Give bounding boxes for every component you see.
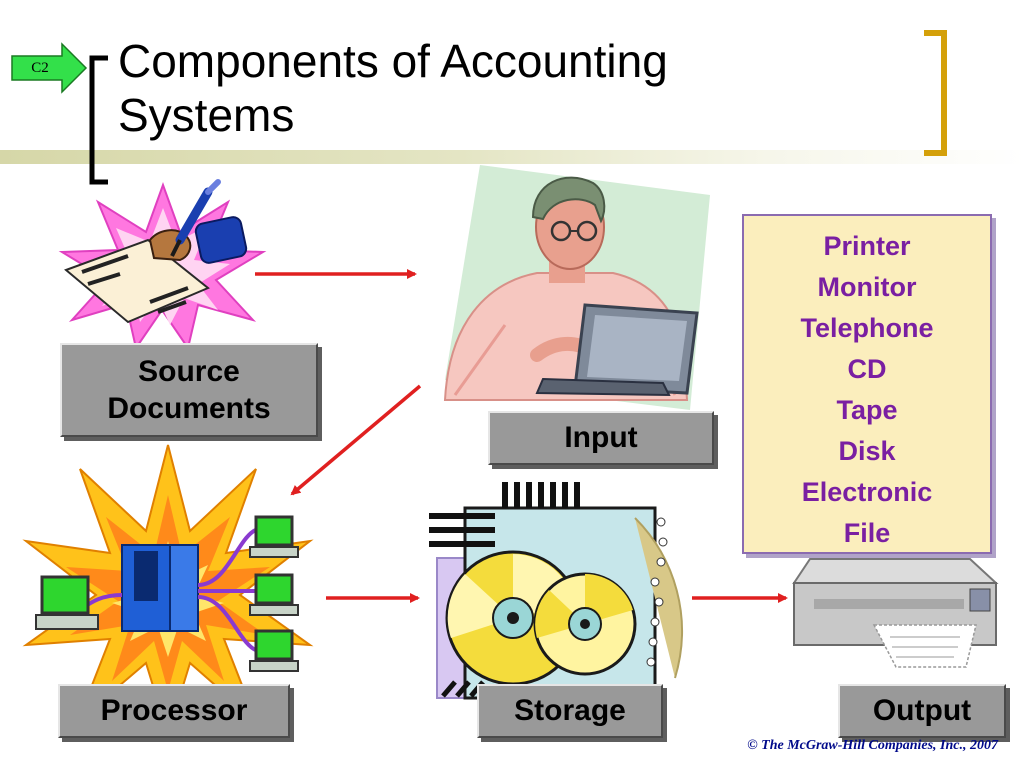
storage-box: Storage <box>477 684 663 738</box>
output-devices-box: Printer Monitor Telephone CD Tape Disk E… <box>742 214 992 554</box>
printer-clipart-icon <box>792 558 999 668</box>
device-item: File <box>843 518 891 548</box>
source-documents-label-line-1: Source <box>138 354 240 388</box>
left-bracket-icon <box>89 55 108 185</box>
input-label: Input <box>564 421 638 455</box>
title-line-2: Systems <box>118 89 295 141</box>
device-item: Electronic <box>801 477 933 507</box>
storage-label: Storage <box>514 694 626 728</box>
right-bracket-icon <box>924 30 947 156</box>
title-underline <box>0 150 1024 164</box>
title-line-1: Components of Accounting <box>118 35 668 87</box>
source-documents-clipart-icon <box>58 179 267 351</box>
storage-clipart-icon <box>429 482 683 700</box>
source-documents-label-line-2: Documents <box>107 392 271 425</box>
device-item: Printer <box>823 231 911 261</box>
device-item: Tape <box>836 395 898 425</box>
input-person-clipart-icon <box>443 165 710 410</box>
output-box: Output <box>838 684 1006 738</box>
output-label: Output <box>872 694 972 728</box>
device-item: Monitor <box>817 272 917 302</box>
copyright-notice: © The McGraw-Hill Companies, Inc., 2007 <box>747 738 998 753</box>
device-item: Telephone <box>800 313 934 343</box>
output-devices-list: Printer Monitor Telephone CD Tape Disk E… <box>744 216 990 554</box>
processor-clipart-icon <box>22 444 314 739</box>
slide-title: Components of Accounting Systems <box>118 34 838 142</box>
source-documents-box: Source Documents <box>60 343 318 437</box>
input-box: Input <box>488 411 714 465</box>
device-item: CD <box>847 354 887 384</box>
c2-badge-label: C2 <box>31 60 49 76</box>
processor-box: Processor <box>58 684 290 738</box>
device-item: Disk <box>838 436 896 466</box>
processor-label: Processor <box>100 694 248 728</box>
c2-arrow-badge-icon <box>11 42 88 94</box>
